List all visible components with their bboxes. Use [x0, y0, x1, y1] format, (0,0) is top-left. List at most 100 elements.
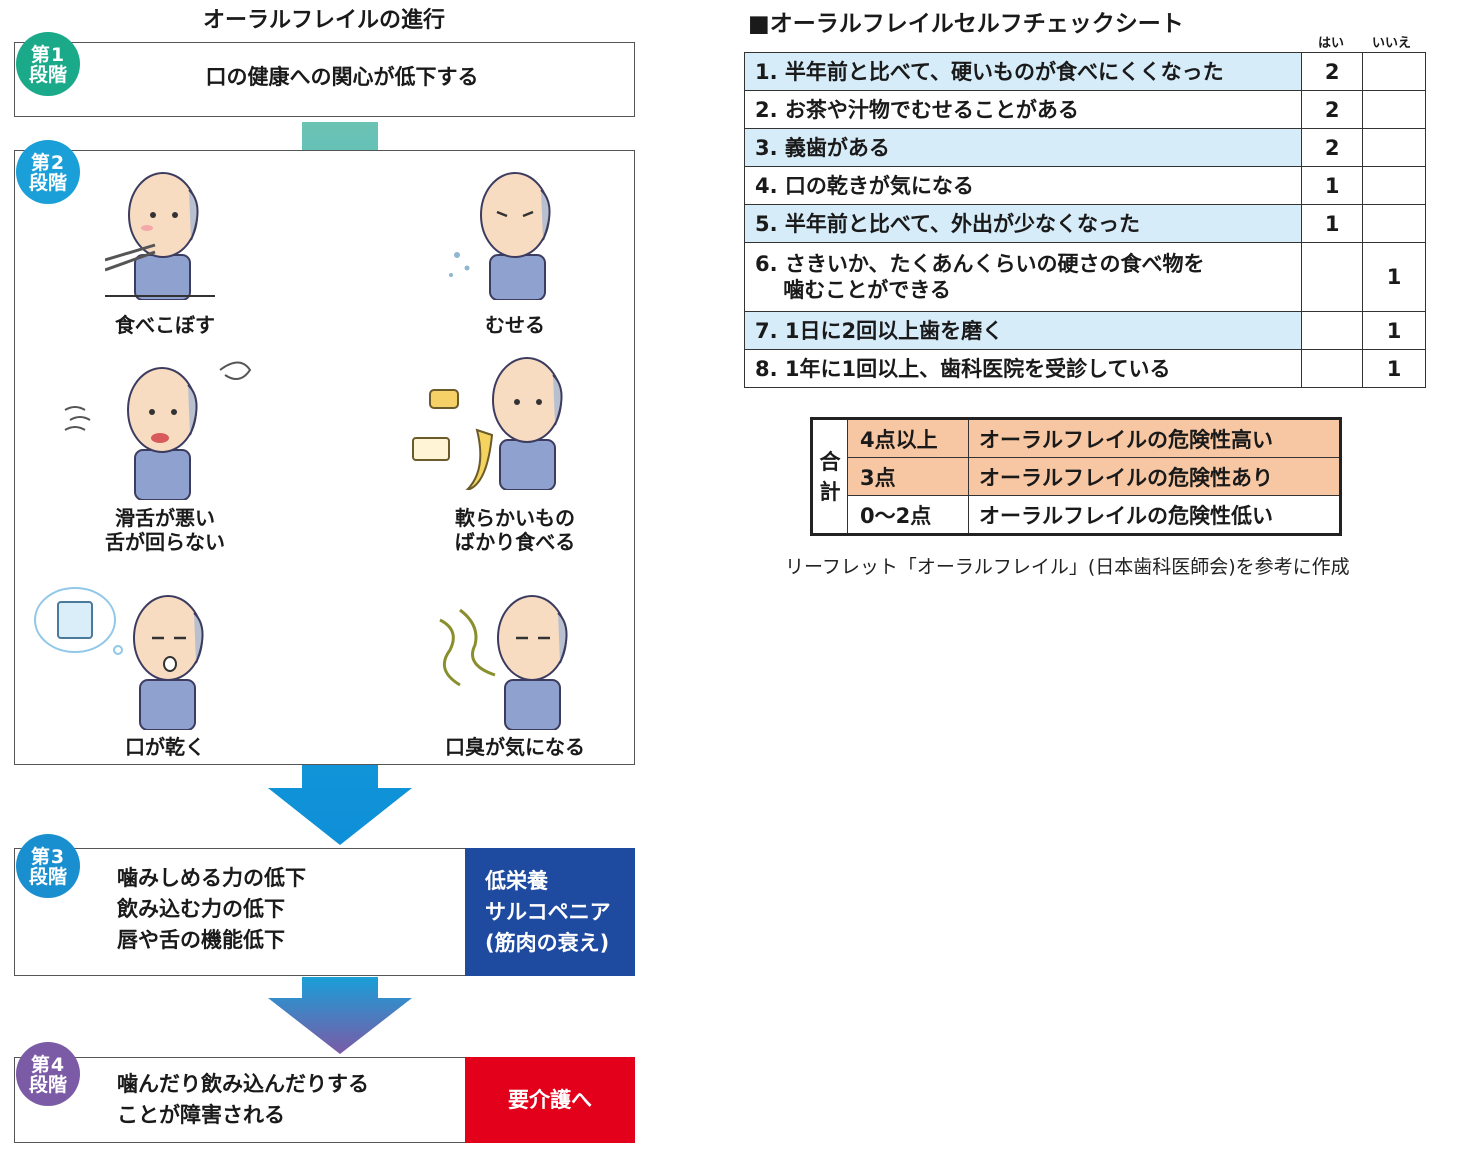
score-range-cell: 3点 [847, 457, 969, 496]
symptom-label: 口が乾く [55, 735, 275, 759]
self-check-table: 1. 半年前と比べて、硬いものが食べにくくなった 2 2. お茶や汁物でむせるこ… [743, 52, 1426, 388]
table-row: 4. 口の乾きが気になる 1 [743, 166, 1426, 205]
elderly-man-soft-food-icon [412, 357, 563, 490]
yes-score-cell [1301, 311, 1364, 350]
stage-3-line: 噛みしめる力の低下 [117, 866, 306, 890]
stage-word: 段階 [28, 64, 67, 86]
question-line: 6. さきいか、たくあんくらいの硬さの食べ物を [755, 252, 1205, 276]
table-row: 3. 義歯がある 2 [743, 128, 1426, 167]
stage-word: 第 [30, 846, 51, 868]
stage-word: 第 [30, 152, 51, 174]
symptom-line: 軟らかいもの [455, 506, 575, 530]
stage-word: 段階 [28, 172, 67, 194]
yes-score-cell: 2 [1301, 52, 1364, 91]
outcome-line: 低栄養 [485, 869, 548, 893]
table-row: 1. 半年前と比べて、硬いものが食べにくくなった 2 [743, 52, 1426, 91]
no-score-cell [1362, 90, 1426, 129]
no-score-cell [1362, 166, 1426, 205]
table-row: 8. 1年に1回以上、歯科医院を受診している 1 [743, 349, 1426, 388]
symptom-label: 食べこぼす [55, 313, 275, 337]
risk-message-cell: オーラルフレイルの危険性あり [968, 457, 1341, 496]
table-row: 6. さきいか、たくあんくらいの硬さの食べ物を 噛むことができる 1 [743, 242, 1426, 312]
no-score-cell [1362, 52, 1426, 91]
symptom-line: 口が乾く [125, 735, 205, 759]
question-cell: 4. 口の乾きが気になる [743, 166, 1303, 205]
stage-word: 段階 [28, 1074, 67, 1096]
stage-word: 段階 [28, 866, 67, 888]
total-label-cell: 合 計 [811, 418, 848, 535]
stage-2-badge: 第2 段階 [16, 140, 80, 204]
elderly-man-spilling-food-icon [105, 172, 215, 300]
yes-score-cell [1301, 242, 1364, 312]
total-score-table: 合 計 4点以上 オーラルフレイルの危険性高い 3点 オーラルフレイルの危険性あ… [810, 417, 1342, 536]
symptom-line: 口臭が気になる [445, 735, 585, 759]
symptom-label: 滑舌が悪い 舌が回らない [55, 506, 275, 554]
stage-3-line: 飲み込む力の低下 [117, 897, 285, 921]
stage-4-badge: 第4 段階 [16, 1042, 80, 1106]
score-range-cell: 0〜2点 [847, 495, 969, 535]
stage-3-badge: 第3 段階 [16, 834, 80, 898]
stage-3-text: 噛みしめる力の低下 飲み込む力の低下 唇や舌の機能低下 [117, 863, 306, 956]
stage-3-line: 唇や舌の機能低下 [117, 928, 285, 952]
stage-4-line: ことが障害される [117, 1103, 285, 1127]
table-row: 7. 1日に2回以上歯を磨く 1 [743, 311, 1426, 350]
question-line: 3. 義歯がある [755, 135, 890, 160]
column-header-no: いいえ [1372, 36, 1412, 51]
stage-word: 第 [30, 1054, 51, 1076]
stage-1-text: 口の健康への関心が低下する [205, 65, 479, 89]
elderly-man-dry-mouth-icon [34, 587, 204, 730]
symptom-line: 滑舌が悪い [115, 506, 215, 530]
stage-4-line: 噛んだり飲み込んだりする [117, 1072, 369, 1096]
table-row: 0〜2点 オーラルフレイルの危険性低い [812, 495, 1341, 535]
yes-score-cell [1301, 349, 1364, 388]
checklist-title: ■オーラルフレイルセルフチェックシート [748, 11, 1184, 37]
yes-score-cell: 1 [1301, 166, 1364, 205]
yes-score-cell: 1 [1301, 204, 1364, 243]
stage-word: 第 [30, 44, 51, 66]
source-note: リーフレット「オーラルフレイル」(日本歯科医師会)を参考に作成 [785, 556, 1350, 578]
stage-number: 4 [50, 1054, 66, 1076]
question-line: 2. お茶や汁物でむせることがある [755, 97, 1079, 122]
question-cell: 1. 半年前と比べて、硬いものが食べにくくなった [743, 52, 1303, 91]
stage-3-outcome: 低栄養 サルコペニア (筋肉の衰え) [465, 848, 635, 976]
total-label-line: 計 [819, 479, 841, 504]
question-cell: 8. 1年に1回以上、歯科医院を受診している [743, 349, 1303, 388]
outcome-line: (筋肉の衰え) [485, 931, 610, 955]
elderly-man-choking-icon [449, 172, 551, 300]
stage-1-box [14, 42, 635, 117]
score-range-cell: 4点以上 [847, 418, 969, 458]
yes-score-cell: 2 [1301, 90, 1364, 129]
outcome-line: サルコペニア [485, 900, 611, 924]
symptom-label: 軟らかいもの ばかり食べる [405, 506, 625, 554]
progression-title: オーラルフレイルの進行 [202, 8, 445, 33]
yes-score-cell: 2 [1301, 128, 1364, 167]
stage-4-outcome: 要介護へ [465, 1057, 635, 1143]
question-line: 1. 半年前と比べて、硬いものが食べにくくなった [755, 59, 1224, 84]
arrow-label: 口のささいなトラブルが重なる [326, 260, 355, 638]
no-score-cell: 1 [1362, 311, 1426, 350]
stage-4-text: 噛んだり飲み込んだりする ことが障害される [117, 1069, 369, 1131]
question-cell: 2. お茶や汁物でむせることがある [743, 90, 1303, 129]
column-header-yes: はい [1318, 36, 1345, 51]
symptom-line: むせる [485, 313, 545, 337]
stage-number: 2 [50, 152, 66, 174]
question-cell: 7. 1日に2回以上歯を磨く [743, 311, 1303, 350]
table-row: 合 計 4点以上 オーラルフレイルの危険性高い [811, 418, 1341, 535]
question-line: 5. 半年前と比べて、外出が少なくなった [755, 211, 1141, 236]
elderly-man-bad-breath-icon [439, 595, 568, 730]
question-line: 8. 1年に1回以上、歯科医院を受診している [755, 356, 1171, 381]
no-score-cell [1362, 128, 1426, 167]
table-row: 5. 半年前と比べて、外出が少なくなった 1 [743, 204, 1426, 243]
stage-number: 3 [50, 846, 66, 868]
question-cell: 3. 義歯がある [743, 128, 1303, 167]
table-row: 3点 オーラルフレイルの危険性あり [812, 457, 1341, 496]
question-line: 7. 1日に2回以上歯を磨く [755, 318, 1004, 343]
question-line: 4. 口の乾きが気になる [755, 173, 974, 198]
symptom-label: 口臭が気になる [405, 735, 625, 759]
question-line: 噛むことができる [755, 278, 951, 302]
table-row: 2. お茶や汁物でむせることがある 2 [743, 90, 1426, 129]
symptom-line: ばかり食べる [454, 530, 576, 554]
total-label-line: 合 [819, 449, 841, 474]
no-score-cell: 1 [1362, 349, 1426, 388]
no-score-cell: 1 [1362, 242, 1426, 312]
